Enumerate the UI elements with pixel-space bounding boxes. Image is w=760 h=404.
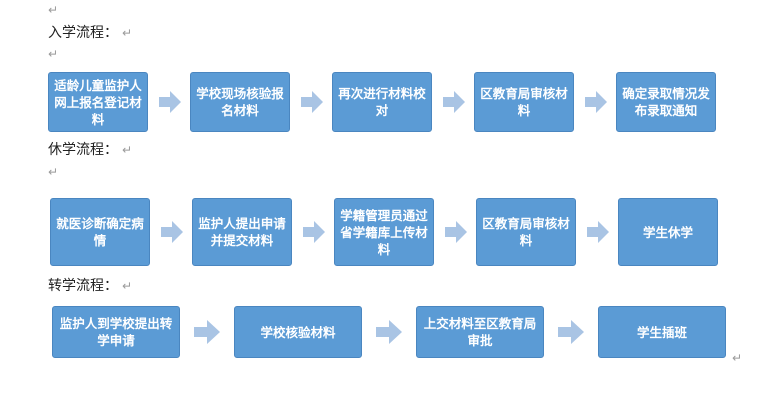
- admission-step-4: 区教育局审核材料: [474, 72, 574, 132]
- admission-heading: 入学流程： ↵: [48, 24, 132, 42]
- step-label: 适龄儿童监护人网上报名登记材料: [54, 77, 142, 127]
- admission-step-3: 再次进行材料校对: [332, 72, 432, 132]
- step-label: 区教育局审核材料: [480, 86, 568, 118]
- arrow-right-icon: [301, 91, 323, 113]
- arrow-right-icon: [558, 320, 584, 344]
- step-label: 学籍管理员通过省学籍库上传材料: [340, 207, 428, 257]
- step-label: 就医诊断确定病情: [56, 216, 144, 248]
- transfer-step-1: 监护人到学校提出转学申请: [52, 306, 180, 358]
- arrow-right-icon: [443, 91, 465, 113]
- step-label: 上交材料至区教育局审批: [423, 316, 537, 348]
- step-label: 学生休学: [642, 224, 693, 240]
- step-label: 监护人到学校提出转学申请: [59, 316, 173, 348]
- paragraph-mark-top: ↵: [48, 3, 59, 17]
- arrow-right-icon: [194, 320, 220, 344]
- admission-step-1: 适龄儿童监护人网上报名登记材料: [48, 72, 148, 132]
- step-label: 确定录取情况发布录取通知: [622, 86, 710, 118]
- paragraph-mark: ↵: [122, 279, 133, 293]
- paragraph-mark: ↵: [122, 143, 133, 157]
- transfer-step-3: 上交材料至区教育局审批: [416, 306, 544, 358]
- suspension-step-2: 监护人提出申请并提交材料: [192, 198, 292, 266]
- step-label: 学校核验材料: [260, 324, 336, 340]
- suspension-heading-text: 休学流程：: [48, 142, 118, 158]
- arrow-right-icon: [587, 221, 609, 243]
- step-label: 学生插班: [636, 324, 687, 340]
- admission-heading-text: 入学流程：: [48, 25, 118, 41]
- arrow-right-icon: [161, 221, 183, 243]
- arrow-right-icon: [445, 221, 467, 243]
- suspension-heading: 休学流程： ↵: [48, 141, 132, 159]
- paragraph-mark-end: ↵: [732, 351, 743, 365]
- arrow-right-icon: [585, 91, 607, 113]
- transfer-heading-text: 转学流程：: [48, 278, 118, 294]
- transfer-heading: 转学流程： ↵: [48, 277, 132, 295]
- suspension-step-3: 学籍管理员通过省学籍库上传材料: [334, 198, 434, 266]
- step-label: 再次进行材料校对: [338, 86, 426, 118]
- step-label: 监护人提出申请并提交材料: [198, 216, 286, 248]
- paragraph-mark-after-heading-2: ↵: [48, 165, 59, 179]
- paragraph-mark: ↵: [122, 26, 133, 40]
- transfer-step-4: 学生插班: [598, 306, 726, 358]
- arrow-right-icon: [159, 91, 181, 113]
- suspension-step-1: 就医诊断确定病情: [50, 198, 150, 266]
- suspension-step-5: 学生休学: [618, 198, 718, 266]
- arrow-right-icon: [376, 320, 402, 344]
- admission-step-5: 确定录取情况发布录取通知: [616, 72, 716, 132]
- arrow-right-icon: [303, 221, 325, 243]
- admission-step-2: 学校现场核验报名材料: [190, 72, 290, 132]
- suspension-step-4: 区教育局审核材料: [476, 198, 576, 266]
- paragraph-mark-after-heading-1: ↵: [48, 47, 59, 61]
- step-label: 学校现场核验报名材料: [196, 86, 284, 118]
- transfer-step-2: 学校核验材料: [234, 306, 362, 358]
- step-label: 区教育局审核材料: [482, 216, 570, 248]
